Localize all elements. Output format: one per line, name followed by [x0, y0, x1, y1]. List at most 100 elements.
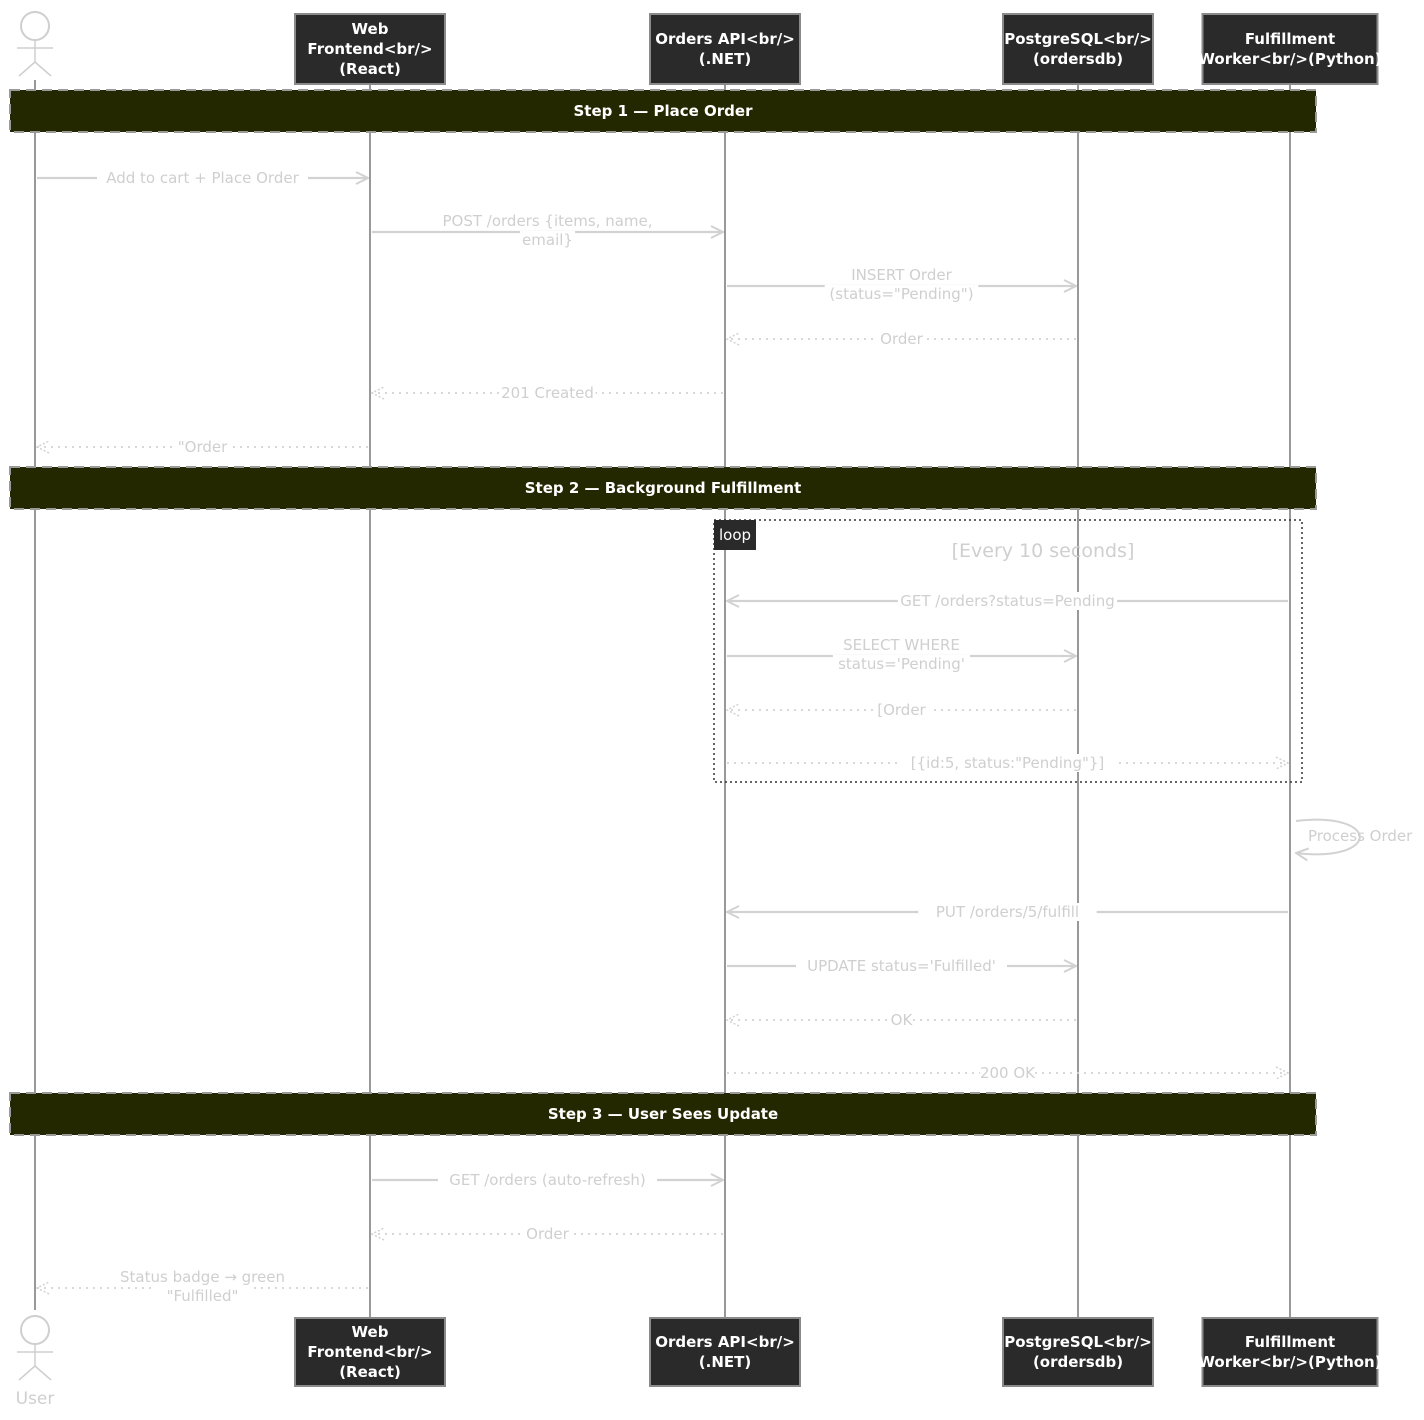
participant-label: Worker<br/>(Python)	[1198, 1353, 1381, 1371]
participant-box	[649, 13, 801, 85]
message-1: Add to cart + Place Order	[37, 169, 368, 187]
message-label-bg	[918, 903, 1097, 921]
participant-api-top: Orders API<br/> (.NET)	[649, 13, 801, 85]
message-16: GET /orders (auto-refresh)	[372, 1171, 723, 1189]
participant-label: (ordersdb)	[1033, 50, 1123, 68]
message-label: Add to cart + Place Order	[106, 169, 299, 187]
message-label-bg	[524, 1225, 571, 1243]
message-label-bg	[174, 438, 231, 456]
message-label-bg	[878, 330, 925, 348]
message-label: SELECT WHERE	[843, 636, 960, 654]
message-label-bg	[897, 754, 1118, 772]
message-label-bg	[832, 655, 971, 673]
message-label: Process Order	[1308, 827, 1413, 845]
message-13: UPDATE status='Fulfilled'	[727, 957, 1076, 975]
participant-label: Orders API<br/>	[655, 1333, 795, 1351]
message-15: 200 OK	[727, 1064, 1288, 1082]
message-label: 200 OK	[980, 1064, 1036, 1082]
participant-api-bottom: Orders API<br/> (.NET)	[649, 1317, 801, 1387]
message-label: Status badge → green	[120, 1268, 285, 1286]
participant-box	[1002, 13, 1154, 85]
message-label: [Order	[877, 701, 926, 719]
message-11: Process Order	[1296, 818, 1413, 855]
participant-box	[1002, 1317, 1154, 1387]
participant-box	[1201, 1317, 1379, 1387]
message-label-bg	[437, 212, 658, 230]
stick-figure-icon	[17, 1315, 53, 1381]
message-6: "Order	[37, 438, 368, 456]
stick-figure-icon	[17, 11, 53, 77]
participant-box	[294, 1317, 446, 1387]
participant-label: (.NET)	[699, 50, 751, 68]
participant-box	[294, 13, 446, 85]
step-band-rect	[9, 1092, 1317, 1136]
message-label: GET /orders (auto-refresh)	[449, 1171, 646, 1189]
participant-label: Fulfillment	[1245, 1333, 1335, 1351]
message-12: PUT /orders/5/fulfill	[727, 903, 1288, 921]
step-band-1: Step 1 — Place Order	[9, 89, 1317, 133]
message-9: [Order	[727, 701, 1076, 719]
step-label: Step 1 — Place Order	[574, 102, 754, 120]
participant-label: (ordersdb)	[1033, 1353, 1123, 1371]
participant-label: (React)	[339, 60, 401, 78]
participant-label: PostgreSQL<br/>	[1004, 1333, 1152, 1351]
participant-label: Orders API<br/>	[655, 30, 795, 48]
message-14: OK	[727, 1011, 1076, 1029]
message-label-bg	[519, 231, 576, 249]
message-3: INSERT Order(status="Pending")	[727, 266, 1076, 303]
message-label-bg	[897, 592, 1118, 610]
message-arrow	[1296, 818, 1361, 855]
loop-tag-box	[714, 520, 756, 550]
message-17: Order	[372, 1225, 723, 1243]
participant-label: Web	[352, 20, 389, 38]
message-label: "Fulfilled"	[167, 1287, 239, 1305]
message-label: Order	[880, 330, 923, 348]
loop-tag: loop	[719, 526, 751, 544]
message-label: [{id:5, status:"Pending"}]	[911, 754, 1105, 772]
message-5: 201 Created	[372, 384, 723, 402]
message-label: GET /orders?status=Pending	[900, 592, 1114, 610]
participant-label: Web	[352, 1323, 389, 1341]
participant-db-top: PostgreSQL<br/> (ordersdb)	[1002, 13, 1154, 85]
message-label: 201 Created	[501, 384, 594, 402]
message-label-bg	[154, 1287, 251, 1305]
message-label-bg	[849, 636, 954, 654]
message-label: "Order	[178, 438, 228, 456]
message-label: Order	[526, 1225, 569, 1243]
actor-label: User	[16, 1389, 55, 1409]
participant-label: PostgreSQL<br/>	[1004, 30, 1152, 48]
message-label: POST /orders {items, name,	[442, 212, 652, 230]
message-label-bg	[437, 1171, 658, 1189]
message-label-bg	[873, 701, 930, 719]
participant-box	[649, 1317, 801, 1387]
participant-label: (.NET)	[699, 1353, 751, 1371]
message-label-bg	[824, 285, 979, 303]
message-label: email}	[522, 231, 573, 249]
message-label-bg	[796, 957, 1007, 975]
loop-condition: [Every 10 seconds]	[952, 540, 1135, 562]
message-label: (status="Pending")	[829, 285, 973, 303]
message-label-bg	[979, 1064, 1036, 1082]
message-label-bg	[499, 384, 596, 402]
loop-frame: loop [Every 10 seconds]	[713, 519, 1303, 783]
message-7: GET /orders?status=Pending	[727, 592, 1288, 610]
step-band-rect	[9, 89, 1317, 133]
message-10: [{id:5, status:"Pending"}]	[727, 754, 1288, 772]
participant-box	[1201, 13, 1379, 85]
participant-label: Frontend<br/>	[307, 1343, 432, 1361]
message-label-bg	[849, 266, 954, 284]
message-4: Order	[727, 330, 1076, 348]
step-band-2: Step 2 — Background Fulfillment	[9, 466, 1317, 510]
participant-label: Frontend<br/>	[307, 40, 432, 58]
participant-label: Fulfillment	[1245, 30, 1335, 48]
message-label: UPDATE status='Fulfilled'	[807, 957, 996, 975]
message-2: POST /orders {items, name,email}	[372, 212, 723, 249]
step-band-rect	[9, 466, 1317, 510]
